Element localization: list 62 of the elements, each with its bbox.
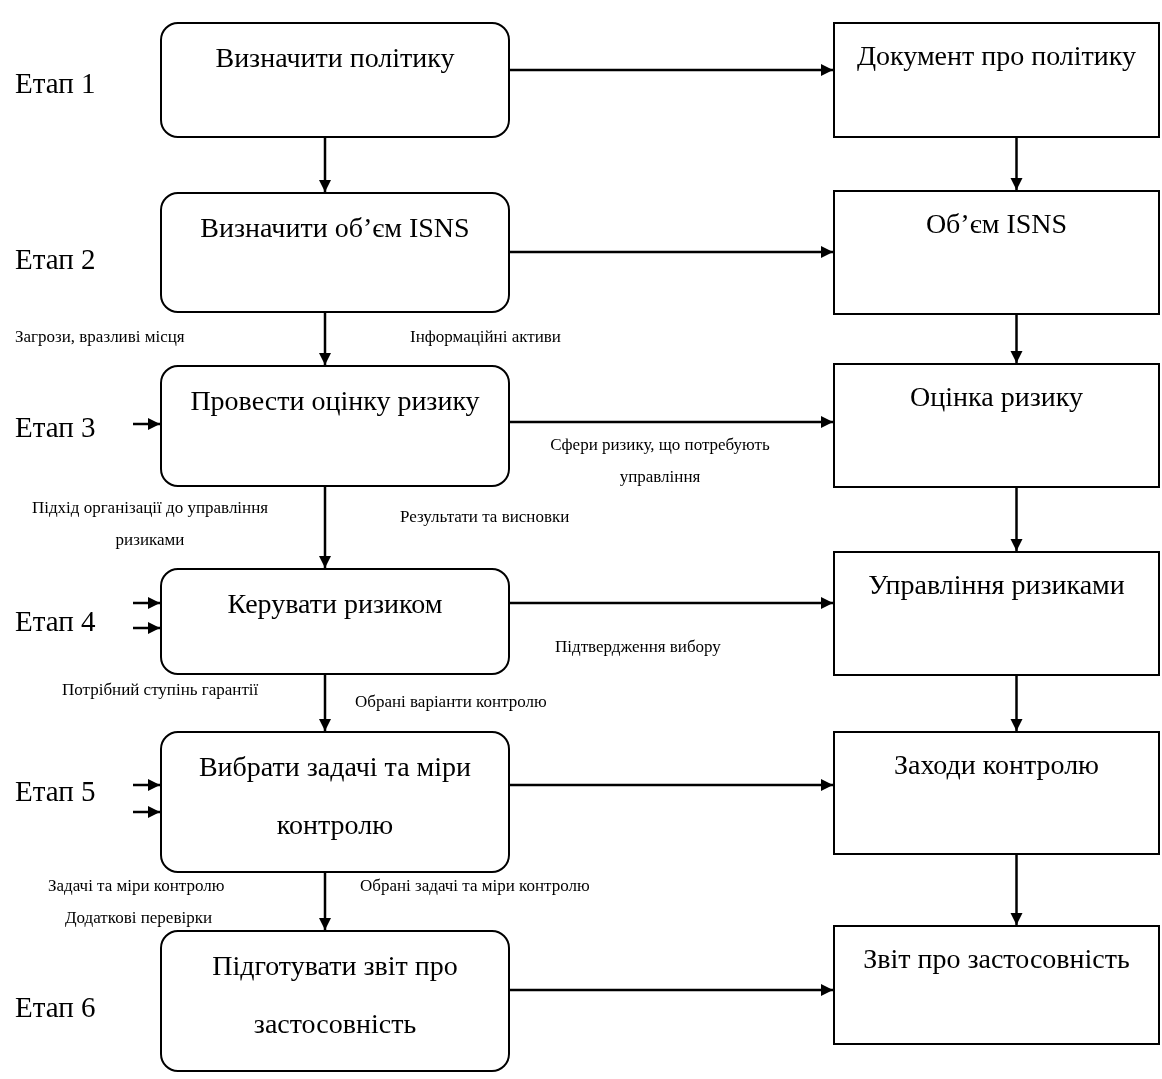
process-box <box>160 930 510 1072</box>
document-box <box>833 925 1160 1045</box>
arrow <box>133 596 160 610</box>
arrow <box>318 487 332 568</box>
flow-label: Сфери ризику, що потребують управління <box>549 434 771 488</box>
box-text: Управління ризиками <box>867 568 1126 602</box>
box-text: Звіт про застосовність <box>862 942 1131 976</box>
arrow <box>133 417 160 431</box>
document-box <box>833 731 1160 855</box>
flow-label: Підтвердження вибору <box>555 636 721 658</box>
arrow <box>510 63 833 77</box>
box-text: Документ про політику <box>855 39 1138 73</box>
flow-label: Результати та висновки <box>400 506 570 528</box>
box-text: Оцінка ризику <box>909 380 1084 414</box>
process-box <box>160 568 510 675</box>
box-text: Визначити об’єм ISNS <box>199 211 471 245</box>
arrow <box>1010 315 1023 363</box>
box-text: Вибрати задачі та міри контролю <box>197 750 473 842</box>
flow-label: Підхід організації до управління ризиками <box>30 497 270 551</box>
arrow <box>318 138 332 192</box>
arrow <box>318 675 332 731</box>
arrow <box>318 873 332 930</box>
document-box <box>833 363 1160 488</box>
stage-label: Етап 5 <box>15 774 96 808</box>
arrow <box>510 415 833 429</box>
box-text: Об’єм ISNS <box>924 207 1069 241</box>
arrow <box>510 983 833 997</box>
flow-label: Обрані варіанти контролю <box>355 691 547 713</box>
arrow <box>318 313 332 365</box>
arrow <box>133 621 160 635</box>
flow-label: Інформаційні активи <box>410 326 561 348</box>
flow-label: Потрібний ступінь гарантії <box>62 679 259 701</box>
stage-label: Етап 6 <box>15 990 96 1024</box>
document-box <box>833 551 1160 676</box>
document-box <box>833 190 1160 315</box>
arrow <box>510 245 833 259</box>
flow-label: Загрози, вразливі місця <box>15 326 185 348</box>
box-text: Заходи контролю <box>892 748 1101 782</box>
stage-label: Етап 3 <box>15 410 96 444</box>
flow-label: Задачі та міри контролю <box>48 875 225 897</box>
process-box <box>160 365 510 487</box>
box-text: Визначити політику <box>214 41 456 75</box>
flow-label: Додаткові перевірки <box>65 907 212 929</box>
stage-label: Етап 1 <box>15 66 96 100</box>
arrow <box>133 805 160 819</box>
arrow <box>1010 855 1023 925</box>
arrow <box>510 596 833 610</box>
arrow <box>1010 138 1023 190</box>
arrow <box>510 778 833 792</box>
flow-label: Обрані задачі та міри контролю <box>360 875 590 897</box>
process-box <box>160 731 510 873</box>
process-box <box>160 192 510 313</box>
stage-label: Етап 2 <box>15 242 96 276</box>
process-box <box>160 22 510 138</box>
arrow <box>1010 676 1023 731</box>
box-text: Підготувати звіт про застосовність <box>211 949 459 1041</box>
box-text: Провести оцінку ризику <box>189 384 481 418</box>
document-box <box>833 22 1160 138</box>
stage-label: Етап 4 <box>15 604 96 638</box>
arrow <box>133 778 160 792</box>
box-text: Керувати ризиком <box>226 587 444 621</box>
arrow <box>1010 488 1023 551</box>
